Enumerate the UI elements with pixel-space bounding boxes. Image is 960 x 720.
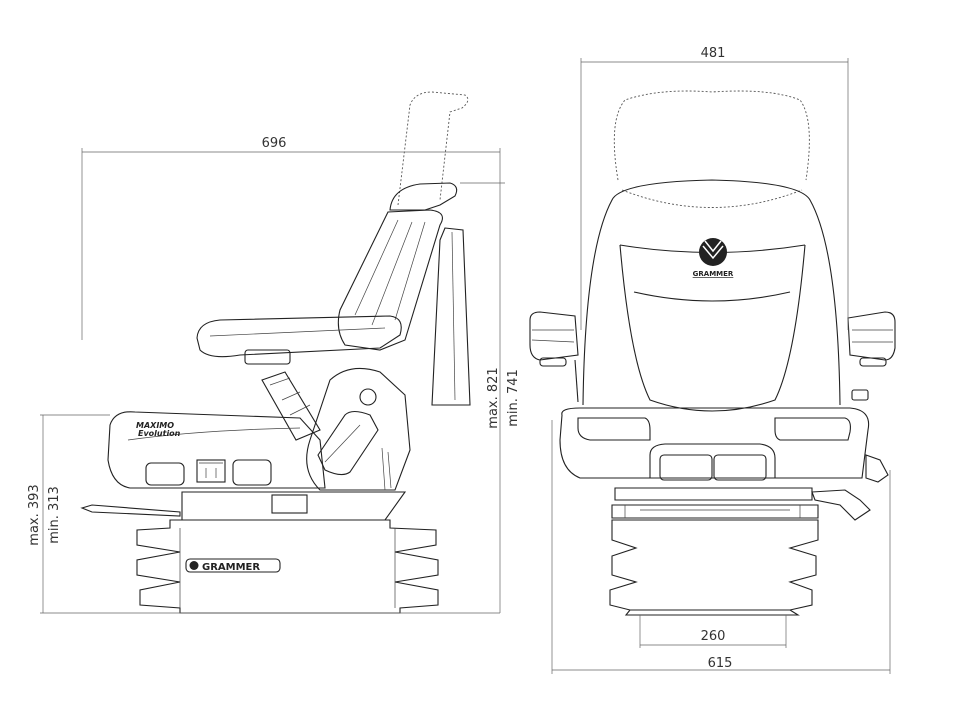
weight-indicator — [196, 459, 226, 483]
front-suspension-top — [614, 487, 813, 501]
base-brand-label: GRAMMER — [202, 562, 260, 573]
side-back-panel — [431, 227, 471, 406]
dim-overall-width: 615 — [708, 656, 733, 671]
side-arm-support — [261, 371, 321, 441]
side-view: MAXIMO Evolution GRAMMER — [80, 91, 471, 614]
side-bellows-base — [136, 519, 439, 614]
front-scissor-mechanism — [611, 504, 819, 519]
model-label-maximo: MAXIMO — [136, 421, 174, 430]
front-backrest — [582, 179, 841, 406]
side-level-indicator — [271, 494, 308, 514]
front-seat-cushion — [559, 407, 870, 479]
dim-total-height-min: min. 741 — [506, 369, 521, 427]
dim-base-width: 260 — [701, 629, 726, 644]
side-headrest-extended — [397, 91, 469, 206]
side-backrest — [337, 209, 443, 351]
front-handle-left — [659, 454, 713, 481]
front-view: GRAMMER — [529, 90, 896, 616]
armrest-control — [244, 349, 291, 365]
front-bellows-base — [609, 519, 819, 611]
base-brand-plate — [185, 558, 281, 573]
dim-seat-height-min: min. 313 — [47, 486, 62, 544]
front-headrest-extended — [613, 90, 810, 181]
dim-front-width: 481 — [701, 46, 726, 61]
backrest-brand-label: GRAMMER — [693, 270, 734, 278]
front-fore-aft-lever — [811, 489, 871, 521]
front-control-switch — [851, 389, 869, 401]
front-side-lever — [865, 454, 889, 483]
dimension-lines — [40, 58, 891, 674]
model-label-evolution: Evolution — [138, 429, 181, 438]
side-lever — [80, 504, 181, 517]
front-handle-right — [713, 454, 767, 481]
dim-side-length: 696 — [262, 136, 287, 151]
front-backrest-center-panel — [619, 244, 806, 412]
front-armrest-right — [847, 311, 896, 361]
side-headrest — [389, 182, 458, 211]
dim-total-height-max: max. 821 — [486, 367, 501, 428]
side-frame — [306, 367, 411, 491]
side-adjust-lever — [317, 410, 379, 476]
front-armrest-left — [529, 311, 579, 361]
cushion-handle-front — [145, 462, 185, 486]
side-seat-cushion — [107, 411, 326, 489]
side-suspension-plate — [181, 491, 407, 521]
dim-seat-height-max: max. 393 — [27, 484, 42, 545]
side-armrest — [196, 315, 402, 358]
cushion-handle-rear — [232, 459, 272, 486]
